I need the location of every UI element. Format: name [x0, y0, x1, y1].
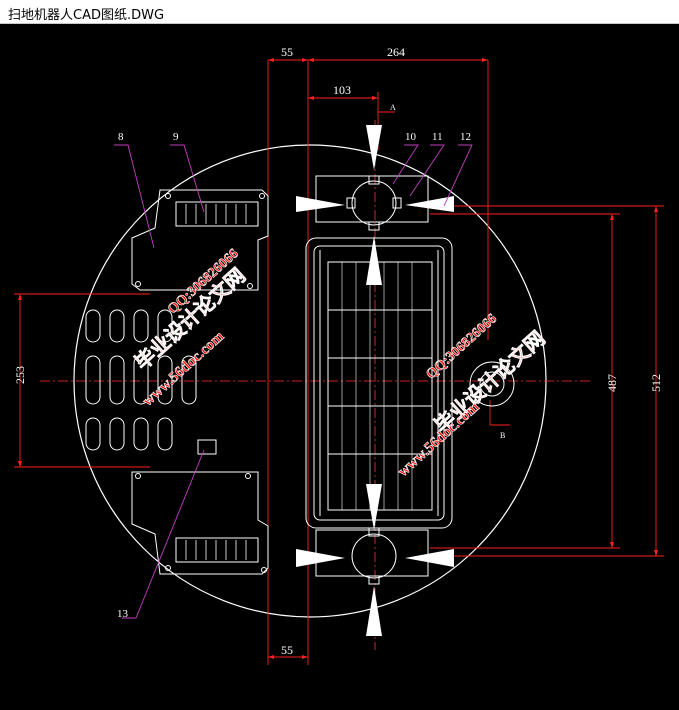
side-brush-top	[315, 175, 429, 231]
dimension-arrows	[18, 58, 658, 659]
watermark-right-url: www.56doc.com	[395, 399, 483, 480]
center-lines	[40, 120, 590, 650]
part-leaders	[114, 144, 473, 619]
section-mark-a: A	[390, 103, 396, 112]
dim-right-487: 487	[605, 374, 619, 392]
cad-drawing[interactable]: 55 264 103 253 487 512 55 A B	[0, 24, 679, 706]
dim-top-103: 103	[333, 83, 351, 97]
watermark-right: 毕业设计论文网 www.56doc.com QQ:306826066	[395, 311, 550, 480]
part-label-13: 13	[117, 608, 129, 620]
dim-left-253: 253	[13, 366, 27, 384]
part-label-8: 8	[118, 131, 124, 143]
drive-unit-bottom	[131, 471, 269, 575]
vent-slots	[85, 309, 217, 455]
dim-top-left-55: 55	[281, 45, 293, 59]
dimension-lines	[14, 59, 664, 665]
caster-wheel	[469, 361, 515, 407]
cad-canvas[interactable]: 55 264 103 253 487 512 55 A B	[0, 24, 679, 706]
dim-bottom-55: 55	[281, 643, 293, 657]
part-label-11: 11	[432, 131, 443, 143]
watermark-left: 毕业设计论文网 www.56doc.com QQ:306826066	[130, 246, 251, 410]
window-titlebar: 扫地机器人CAD图纸.DWG	[0, 0, 679, 24]
part-label-10: 10	[405, 131, 417, 143]
dim-top-264: 264	[387, 45, 405, 59]
drive-unit-top	[131, 189, 269, 291]
side-brush-top-bristles	[296, 125, 454, 285]
section-mark-b: B	[500, 431, 505, 440]
roller-brush-module	[305, 237, 453, 529]
window-title: 扫地机器人CAD图纸.DWG	[8, 8, 165, 23]
dim-right-512: 512	[649, 374, 663, 392]
part-label-9: 9	[173, 131, 179, 143]
side-brush-bottom-bristles	[296, 484, 454, 636]
part-label-12: 12	[460, 131, 471, 143]
